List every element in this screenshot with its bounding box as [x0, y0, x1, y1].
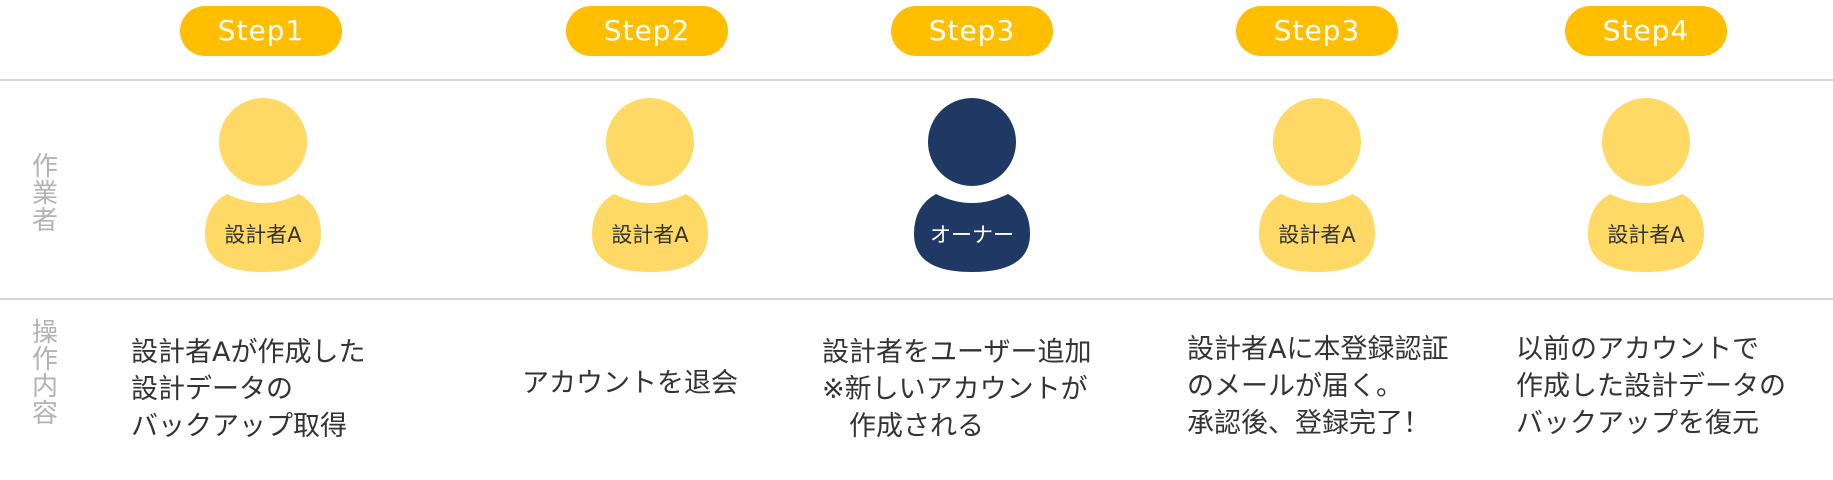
person-body-icon [1588, 192, 1704, 272]
person-head-icon [1602, 98, 1690, 186]
person-body-icon [205, 192, 321, 272]
step-3-description: 設計者をユーザー追加 ※新しいアカウントが 作成される [822, 337, 1092, 442]
person-step-3b: 設計者A [1259, 98, 1375, 272]
person-body-icon [592, 192, 708, 272]
person-step-4: 設計者A [1588, 98, 1704, 272]
person-head-icon [928, 98, 1016, 186]
role-label: 設計者A [1607, 223, 1685, 247]
step-1-pill: Step1 [180, 6, 342, 56]
person-body-icon [914, 192, 1030, 272]
step-3-pill: Step3 [891, 6, 1053, 56]
header-divider [0, 79, 1833, 81]
step-1-description: 設計者Aが作成した 設計データの バックアップ取得 [131, 337, 366, 442]
operation-row-label: 操 作 内 容 [31, 318, 58, 429]
step-4-description: 以前のアカウントで 作成した設計データの バックアップを復元 [1516, 334, 1786, 439]
role-label: オーナー [930, 223, 1014, 247]
step-3b-pill: Step3 [1236, 6, 1398, 56]
role-label: 設計者A [611, 223, 689, 247]
person-step-2: 設計者A [592, 98, 708, 272]
person-body-icon [1259, 192, 1375, 272]
role-label: 設計者A [1278, 223, 1356, 247]
step-4-pill: Step4 [1565, 6, 1727, 56]
row-divider [0, 298, 1833, 300]
role-label: 設計者A [224, 223, 302, 247]
worker-row-label: 作 業 者 [31, 152, 58, 236]
person-head-icon [1273, 98, 1361, 186]
person-step-3: オーナー [914, 98, 1030, 272]
step-3b-description: 設計者Aに本登録認証 のメールが届く。 承認後、登録完了！ [1187, 334, 1449, 439]
person-head-icon [219, 98, 307, 186]
person-head-icon [606, 98, 694, 186]
person-step-1: 設計者A [205, 98, 321, 272]
step-2-description: アカウントを退会 [522, 368, 738, 399]
step-2-pill: Step2 [566, 6, 728, 56]
